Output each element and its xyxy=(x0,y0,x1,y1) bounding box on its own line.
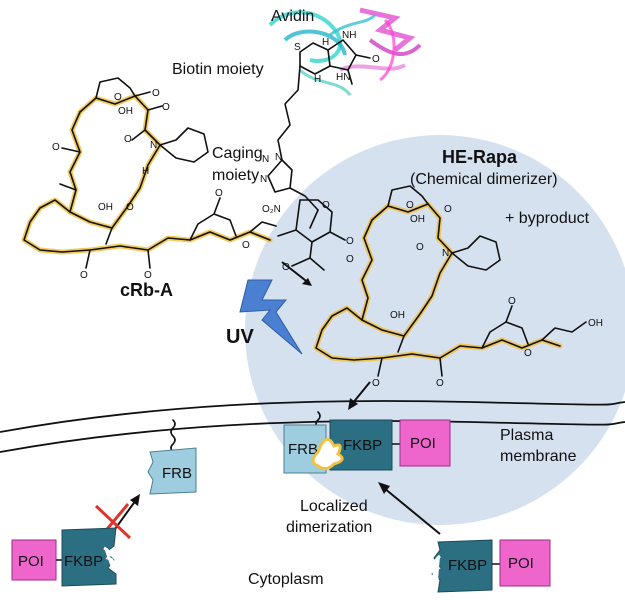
fkbp-left-label: FKBP xyxy=(64,553,103,570)
avidin-ribbon xyxy=(268,7,422,96)
crba-o-atom-7: O xyxy=(80,270,88,281)
herapa-o-atom-4: O xyxy=(346,254,354,265)
herapa-o-atom-6: O xyxy=(436,378,444,389)
biotin-hn-atom: HN xyxy=(336,72,350,83)
biotin-structure: S H NH HN H O xyxy=(277,30,380,161)
uv-label: UV xyxy=(226,326,254,348)
biotin-nh-atom: NH xyxy=(342,30,356,41)
biotin-h-atom-2: H xyxy=(314,74,321,85)
bound-rapa-icon xyxy=(311,437,344,471)
caging-label-line2: moiety xyxy=(212,167,259,184)
byproduct-label: + byproduct xyxy=(505,210,590,227)
caging-moiety-structure: N N N O₂N O O O xyxy=(260,152,354,273)
caging-o-atom-3: O xyxy=(282,262,290,273)
herapa-o-atom-5: O xyxy=(372,378,380,389)
poi-right-label: POI xyxy=(508,555,534,572)
localized-label-line2: dimerization xyxy=(286,519,372,536)
biotin-s-atom: S xyxy=(294,42,301,53)
crba-o-atom-9: O xyxy=(215,188,223,199)
herapa-oh-atom: OH xyxy=(410,214,425,225)
crba-o-atom-1: O xyxy=(114,92,122,103)
cytoplasm-label: Cytoplasm xyxy=(248,571,324,588)
herapa-o-atom-2: O xyxy=(444,204,452,215)
triazole-n-atom-3: N xyxy=(275,152,282,163)
fkbp-poi-right: FKBP POI xyxy=(431,539,551,593)
poi-left-label: POI xyxy=(18,553,44,570)
triazole-n-atom-2: N xyxy=(260,174,267,185)
plasma-label-line2: membrane xyxy=(500,448,577,465)
biotin-label: Biotin moiety xyxy=(172,61,264,78)
frb-bound-label: FRB xyxy=(288,441,318,458)
herapa-structure: O OH O N O O OH O O O O OH xyxy=(313,185,603,389)
reaction-arrow xyxy=(281,261,312,286)
herapa-o-atom-3: O xyxy=(416,242,424,253)
biotin-o-atom: O xyxy=(372,54,380,65)
crba-o-atom-5: O xyxy=(52,142,60,153)
herapa-oh-tail: OH xyxy=(588,318,603,329)
dimerizer-label: (Chemical dimerizer) xyxy=(410,171,558,188)
membrane-anchor-left xyxy=(170,419,176,453)
plasma-label-line1: Plasma xyxy=(500,427,553,444)
crba-o-atom-6: O xyxy=(126,202,134,213)
frb-free: FRB xyxy=(147,447,197,495)
recruit-arrow xyxy=(378,482,441,535)
poi-bound xyxy=(399,419,451,467)
crba-oh-atom-2: OH xyxy=(98,202,113,213)
crba-o-atom-3: O xyxy=(162,102,170,113)
herapa-oh-atom-2: OH xyxy=(390,310,405,321)
herapa-n-atom: N xyxy=(442,248,449,259)
dimer-complex: FRB FKBP POI xyxy=(283,419,451,474)
fkbp-right-label: FKBP xyxy=(448,557,487,574)
caging-o-atom-2: O xyxy=(346,236,354,247)
nitro-group-atom: O₂N xyxy=(262,204,281,215)
crba-o-atom-10: O xyxy=(242,240,250,251)
frb-free-label: FRB xyxy=(162,465,192,482)
caging-label-line1: Caging xyxy=(212,145,263,162)
uv-bolt-icon xyxy=(239,279,303,355)
poi-right xyxy=(499,539,551,587)
poi-left xyxy=(11,539,57,581)
crba-o-atom-2: O xyxy=(152,88,160,99)
crba-o-atom-8: O xyxy=(144,270,152,281)
triazole-n-atom-1: N xyxy=(262,154,269,165)
herapa-o-atom-8: O xyxy=(524,348,532,359)
crba-label: cRb-A xyxy=(120,280,173,300)
crba-structure: O OH O O N H O O O OH O O O O xyxy=(21,77,277,281)
biotin-h-atom-1: H xyxy=(322,37,329,48)
avidin-label: Avidin xyxy=(271,8,314,25)
poi-fkbp-left: POI FKBP xyxy=(11,527,117,587)
caging-o-atom-1: O xyxy=(322,200,330,211)
crba-h-atom: H xyxy=(142,166,149,177)
crba-o-atom-4: O xyxy=(124,134,132,145)
herapa-label: HE-Rapa xyxy=(442,147,518,167)
herapa-o-atom-1: O xyxy=(406,200,414,211)
herapa-o-atom-7: O xyxy=(508,296,516,307)
localized-label-line1: Localized xyxy=(300,498,368,515)
poi-bound-label: POI xyxy=(410,435,436,452)
crba-oh-atom: OH xyxy=(118,106,133,117)
crba-n-atom: N xyxy=(150,140,157,151)
fkbp-bound-label: FKBP xyxy=(343,437,382,454)
